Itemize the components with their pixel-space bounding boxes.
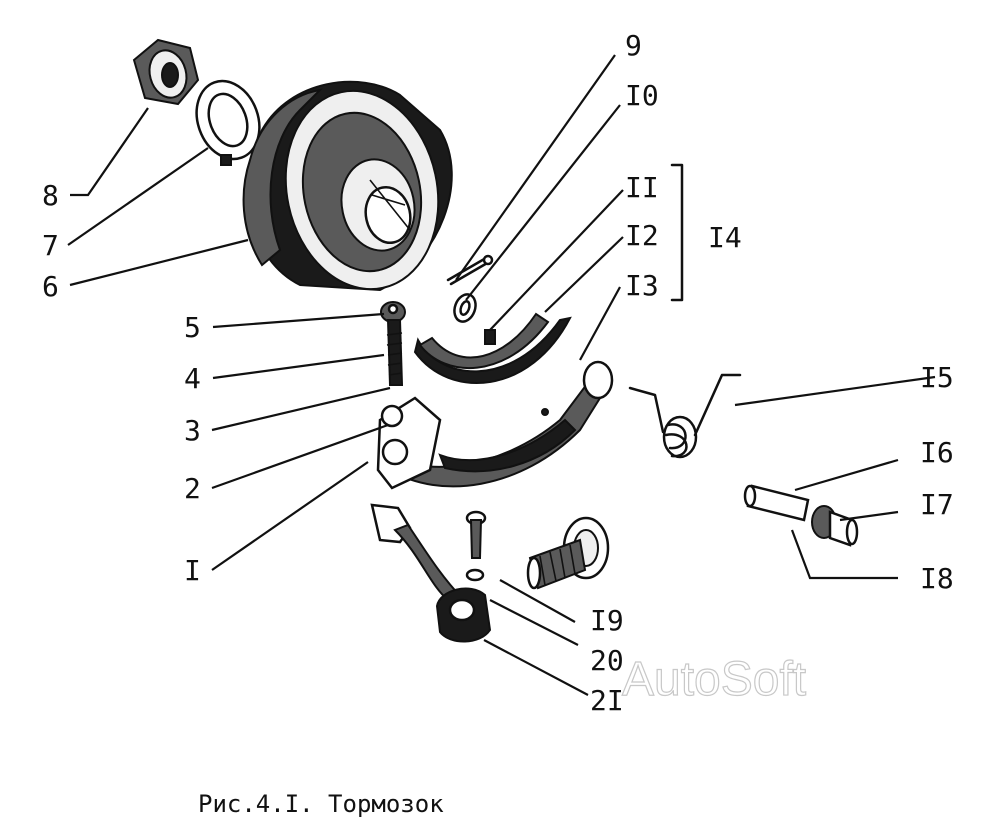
part-21-lever bbox=[370, 503, 492, 643]
callout-4: 4 bbox=[184, 362, 201, 395]
part-12-brake-lining bbox=[413, 312, 572, 384]
splined-shaft bbox=[526, 516, 610, 590]
callout-12: I2 bbox=[625, 219, 659, 252]
callout-7: 7 bbox=[42, 229, 59, 262]
leader-lines bbox=[67, 54, 936, 696]
part-9-cotter-pin bbox=[446, 254, 494, 286]
part-6-brake-drum bbox=[242, 80, 453, 292]
part-5-adjuster-head bbox=[380, 301, 406, 323]
part-19-bolt bbox=[465, 510, 487, 559]
callout-3: 3 bbox=[184, 414, 201, 447]
callout-18: I8 bbox=[920, 562, 954, 595]
callout-14-group: I4 bbox=[708, 221, 742, 254]
part-15-spring bbox=[628, 373, 742, 459]
callout-20: 20 bbox=[590, 644, 624, 677]
part-4-adjuster-bolt bbox=[386, 319, 404, 386]
part-7-lock-washer bbox=[195, 79, 261, 166]
part-8-hex-nut bbox=[132, 38, 200, 106]
callout-5: 5 bbox=[184, 311, 201, 344]
callout-16: I6 bbox=[920, 436, 954, 469]
callout-10: I0 bbox=[625, 79, 659, 112]
part-10-washer bbox=[453, 293, 477, 323]
callout-19: I9 bbox=[590, 604, 624, 637]
callout-11: II bbox=[625, 171, 659, 204]
callout-1: I bbox=[184, 554, 201, 587]
part-13-brake-band bbox=[376, 360, 614, 490]
watermark: AutoSoft bbox=[622, 653, 806, 706]
callout-8: 8 bbox=[42, 179, 59, 212]
part-11-rivet bbox=[484, 329, 496, 345]
callout-9: 9 bbox=[625, 29, 642, 62]
callout-6: 6 bbox=[42, 270, 59, 303]
callout-13: I3 bbox=[625, 269, 659, 302]
callout-17: I7 bbox=[920, 488, 954, 521]
callout-15: I5 bbox=[920, 361, 954, 394]
part-16-pin bbox=[743, 484, 859, 547]
part-20-washer bbox=[465, 568, 485, 582]
figure-caption: Рис.4.I. Тормозок bbox=[198, 790, 444, 818]
callout-21: 2I bbox=[590, 684, 624, 717]
callout-2: 2 bbox=[184, 472, 201, 505]
group-bracket bbox=[670, 163, 684, 302]
